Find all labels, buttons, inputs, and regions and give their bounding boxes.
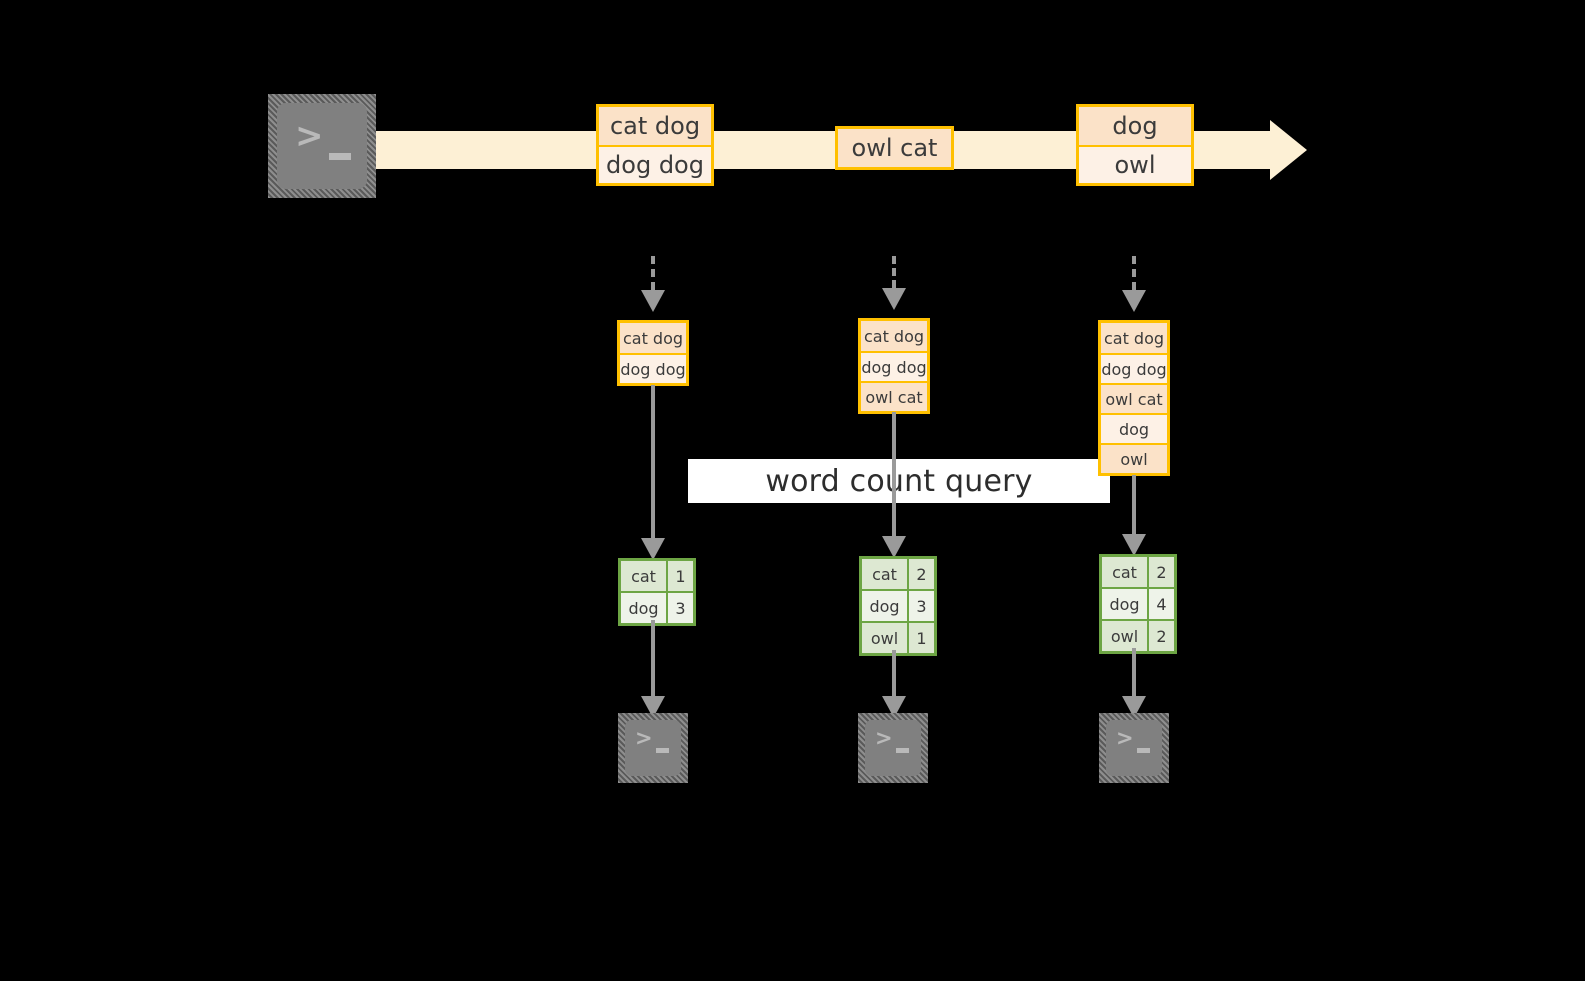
snapshot-2-sink-line bbox=[892, 650, 896, 700]
snapshot-1-query-line bbox=[651, 385, 655, 540]
snapshot-1-sink-line bbox=[651, 620, 655, 700]
record: owl bbox=[1101, 443, 1167, 473]
snapshot-2-feed-line bbox=[892, 256, 896, 288]
record: owl bbox=[1079, 145, 1191, 183]
table-row: dog 3 bbox=[862, 589, 934, 621]
result-count: 3 bbox=[907, 591, 934, 621]
result-count: 2 bbox=[1147, 557, 1174, 587]
record: dog dog bbox=[599, 145, 711, 183]
prompt-underscore-icon bbox=[656, 748, 669, 753]
record: dog bbox=[1079, 107, 1191, 145]
query-label-text: word count query bbox=[765, 463, 1033, 499]
snapshot-2-sink-terminal-icon[interactable]: > bbox=[858, 713, 928, 783]
record: owl cat bbox=[1101, 383, 1167, 413]
prompt-underscore-icon bbox=[329, 153, 351, 160]
terminal-screen: > bbox=[1106, 720, 1162, 776]
stream-batch-2[interactable]: owl cat bbox=[835, 126, 954, 170]
record: cat dog bbox=[620, 323, 686, 353]
record: cat dog bbox=[1101, 323, 1167, 353]
table-row: cat 2 bbox=[862, 559, 934, 589]
prompt-chevron-icon: > bbox=[295, 116, 324, 156]
result-count: 4 bbox=[1147, 589, 1174, 619]
result-word: cat bbox=[621, 561, 666, 591]
prompt-chevron-icon: > bbox=[875, 726, 893, 750]
result-count: 1 bbox=[666, 561, 693, 591]
snapshot-1-feed-arrow bbox=[641, 290, 665, 312]
source-terminal-icon[interactable]: > bbox=[268, 94, 376, 198]
table-row: dog 3 bbox=[621, 591, 693, 623]
stream-arrowhead bbox=[1270, 120, 1307, 180]
snapshot-3-feed-line bbox=[1132, 256, 1136, 290]
prompt-underscore-icon bbox=[1137, 748, 1150, 753]
record: dog bbox=[1101, 413, 1167, 443]
record: owl cat bbox=[838, 129, 951, 167]
snapshot-1-feed-line bbox=[651, 256, 655, 290]
snapshot-3-sink-arrow bbox=[1122, 696, 1146, 718]
result-count: 1 bbox=[907, 623, 934, 653]
snapshot-2-query-line bbox=[892, 412, 896, 538]
record: owl cat bbox=[861, 381, 927, 411]
record: dog dog bbox=[620, 353, 686, 383]
terminal-screen: > bbox=[277, 103, 367, 189]
terminal-screen: > bbox=[865, 720, 921, 776]
snapshot-2-records[interactable]: cat dog dog dog owl cat bbox=[858, 318, 930, 414]
stream-batch-3[interactable]: dog owl bbox=[1076, 104, 1194, 186]
stream-batch-1[interactable]: cat dog dog dog bbox=[596, 104, 714, 186]
snapshot-1-sink-terminal-icon[interactable]: > bbox=[618, 713, 688, 783]
snapshot-1-sink-arrow bbox=[641, 696, 665, 718]
table-row: cat 2 bbox=[1102, 557, 1174, 587]
record: cat dog bbox=[861, 321, 927, 351]
table-row: owl 2 bbox=[1102, 619, 1174, 651]
query-label-band: word count query bbox=[688, 459, 1110, 503]
record: dog dog bbox=[861, 351, 927, 381]
result-word: dog bbox=[621, 593, 666, 623]
result-word: cat bbox=[1102, 557, 1147, 587]
record: dog dog bbox=[1101, 353, 1167, 383]
result-word: cat bbox=[862, 559, 907, 589]
result-word: dog bbox=[1102, 589, 1147, 619]
snapshot-3-results[interactable]: cat 2 dog 4 owl 2 bbox=[1099, 554, 1177, 654]
snapshot-1-results[interactable]: cat 1 dog 3 bbox=[618, 558, 696, 626]
snapshot-2-query-arrow bbox=[882, 536, 906, 558]
prompt-chevron-icon: > bbox=[635, 726, 653, 750]
result-count: 2 bbox=[1147, 621, 1174, 651]
result-word: dog bbox=[862, 591, 907, 621]
snapshot-3-feed-arrow bbox=[1122, 290, 1146, 312]
snapshot-3-sink-terminal-icon[interactable]: > bbox=[1099, 713, 1169, 783]
table-row: owl 1 bbox=[862, 621, 934, 653]
result-word: owl bbox=[1102, 621, 1147, 651]
record: cat dog bbox=[599, 107, 711, 145]
result-word: owl bbox=[862, 623, 907, 653]
prompt-underscore-icon bbox=[896, 748, 909, 753]
result-count: 2 bbox=[907, 559, 934, 589]
snapshot-1-query-arrow bbox=[641, 538, 665, 560]
snapshot-3-query-arrow bbox=[1122, 534, 1146, 556]
snapshot-2-results[interactable]: cat 2 dog 3 owl 1 bbox=[859, 556, 937, 656]
snapshot-1-records[interactable]: cat dog dog dog bbox=[617, 320, 689, 386]
table-row: dog 4 bbox=[1102, 587, 1174, 619]
snapshot-3-query-line bbox=[1132, 475, 1136, 538]
snapshot-2-feed-arrow bbox=[882, 288, 906, 310]
terminal-screen: > bbox=[625, 720, 681, 776]
snapshot-2-sink-arrow bbox=[882, 696, 906, 718]
snapshot-3-records[interactable]: cat dog dog dog owl cat dog owl bbox=[1098, 320, 1170, 476]
table-row: cat 1 bbox=[621, 561, 693, 591]
prompt-chevron-icon: > bbox=[1116, 726, 1134, 750]
result-count: 3 bbox=[666, 593, 693, 623]
snapshot-3-sink-line bbox=[1132, 648, 1136, 700]
